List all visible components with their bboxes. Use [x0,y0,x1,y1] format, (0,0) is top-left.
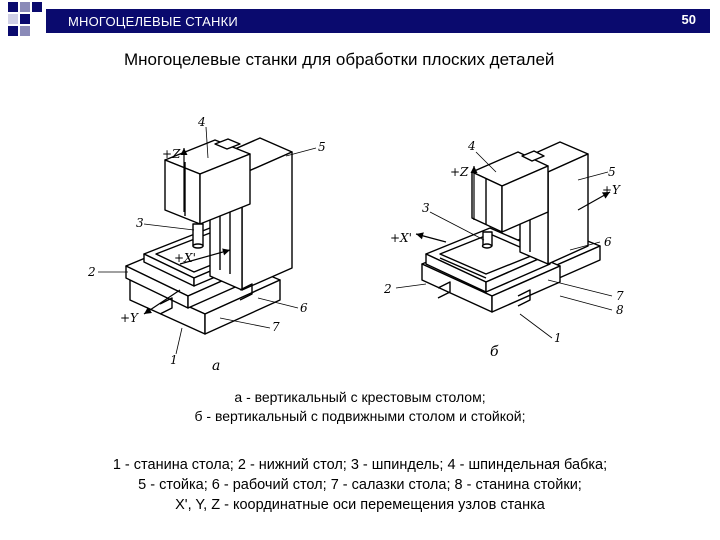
callout-a-7: 7 [272,320,280,334]
figure-a-label: а [212,358,220,374]
corner-squares-decoration [0,0,60,45]
machine-b-axes [415,166,611,243]
callout-a-x: +X' [174,251,196,265]
machine-a-leaders [98,126,317,355]
callout-b-4: 4 [467,139,476,153]
decor-square [8,14,18,24]
callout-a-4: 4 [197,115,206,129]
machine-b-spindle [481,231,493,249]
decor-square [20,26,30,36]
machine-a-spindle [192,223,204,249]
decor-square [32,2,42,12]
callout-a-y: +Y [120,311,139,325]
callout-b-6: 6 [604,235,612,249]
machine-b-leaders [395,151,613,339]
machine-a-axes [143,148,231,315]
callout-b-8: 8 [616,303,624,317]
machine-b-saddle [437,281,531,307]
legend-caption: 1 - станина стола; 2 - нижний стол; 3 - … [0,455,720,515]
callout-b-3: 3 [422,201,430,215]
header-bar: МНОГОЦЕЛЕВЫЕ СТАНКИ 50 [46,9,710,33]
decor-square [20,14,30,24]
callout-b-5: 5 [608,165,616,179]
machine-a-spindle-head [164,138,251,225]
callout-b-y: +Y [602,183,621,197]
page-number: 50 [681,12,696,27]
legend-line-3: X', Y, Z - координатные оси перемещения … [175,497,545,513]
caption-variant-a: а - вертикальный с крестовым столом; [234,389,486,405]
machine-a-drawing [125,137,293,335]
decor-square [20,2,30,12]
machine-b-drawing [421,141,601,313]
variants-caption: а - вертикальный с крестовым столом; б -… [0,388,720,426]
machine-a-callouts: 4 5 +Z 3 +X' 2 6 +Y 7 1 а [87,115,326,374]
machine-b-spindle-head [471,150,549,233]
callout-a-3: 3 [136,216,144,230]
header-title: МНОГОЦЕЛЕВЫЕ СТАНКИ [68,14,238,29]
decor-square [8,2,18,12]
callout-b-7: 7 [616,289,624,303]
decor-square [8,26,18,36]
caption-variant-b: б - вертикальный с подвижными столом и с… [194,408,526,424]
callout-b-z: +Z [450,165,469,179]
legend-line-1: 1 - станина стола; 2 - нижний стол; 3 - … [112,457,608,473]
callout-a-z: +Z [162,147,181,161]
callout-a-6: 6 [300,301,308,315]
machine-a-saddle [159,283,253,315]
callout-b-1: 1 [554,331,562,345]
slide-subtitle: Многоцелевые станки для обработки плоски… [124,50,555,69]
callout-b-x: +X' [390,231,412,245]
figure-b-label: б [490,344,499,360]
machine-tools-figure: 4 5 +Z 3 +X' 2 6 +Y 7 1 а [87,115,624,374]
callout-a-5: 5 [318,140,326,154]
callout-a-1: 1 [170,353,178,367]
callout-a-2: 2 [87,265,96,279]
machine-b-work-table [425,227,551,293]
callout-b-2: 2 [383,282,392,296]
legend-line-2: 5 - стойка; 6 - рабочий стол; 7 - салазк… [138,477,582,493]
machine-b-callouts: 4 +Z 5 +Y 3 +X' 6 2 7 8 1 б [383,139,624,360]
